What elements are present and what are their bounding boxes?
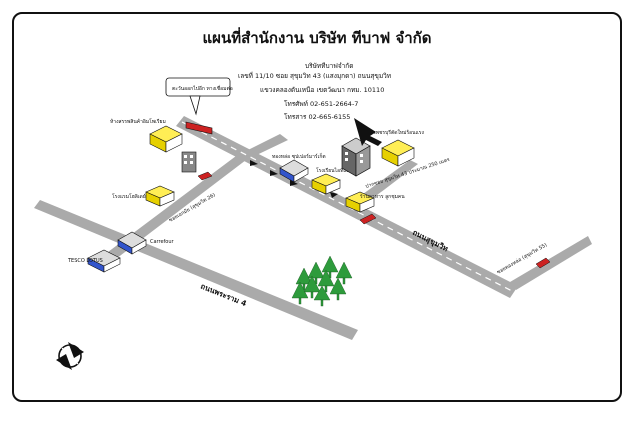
left-building-label: โรงแรมโฮลิเดย์ — [112, 193, 146, 200]
building-topleft: ห้างสรรพสินค้าอิมโพเรียม — [110, 118, 183, 153]
building-mid: โรงเรียนไอทีแอ่ว — [311, 167, 353, 195]
address-line-1: เลขที่ 11/10 ซอย สุขุมวิท 43 (แสงมุกดา) … — [238, 72, 392, 80]
building-right-bot: ร้านอาหาร ลูกชุมคน — [345, 191, 406, 213]
company-building — [341, 137, 371, 177]
map-title: แผนที่สำนักงาน บริษัท ทีบาฟ จำกัด — [202, 29, 432, 47]
building-office-small — [181, 151, 197, 173]
right-top-label: เพชรบุรีตัดใหม่ร้อนแรง — [374, 129, 424, 136]
landmark-carrefour: Carrefour — [117, 231, 175, 255]
topleft-building-label: ห้างสรรพสินค้าอิมโพเรียม — [110, 118, 166, 125]
mid-building-label: โรงเรียนไอทีแอ่ว — [316, 167, 353, 174]
landmark-tesco: TESCO LOTUS — [67, 249, 121, 273]
tesco-label: TESCO LOTUS — [67, 258, 103, 264]
callout-text: ตะวันออกไปอีก ทางเชื่อมต่อ — [172, 85, 233, 92]
building-right-top: เพชรบุรีตัดใหม่ร้อนแรง — [374, 129, 424, 167]
road-rama4: ถนนพระราม 4 — [34, 200, 358, 340]
phone: โทรศัพท์ 02-651-2664-7 — [284, 100, 359, 108]
callout-bubble: ตะวันออกไปอีก ทางเชื่อมต่อ — [165, 77, 233, 116]
fax: โทรสาร 02-665-6155 — [284, 113, 351, 121]
map-frame — [12, 12, 622, 402]
company-name: บริษัททีบาฟจำกัด — [305, 62, 354, 70]
route-arrows — [250, 160, 338, 198]
right-bot-label: ร้านอาหาร ลูกชุมคน — [360, 193, 406, 200]
location-arrow-icon — [354, 118, 382, 146]
building-left: โรงแรมโฮลิเดย์ — [112, 185, 175, 207]
landmark-topmid: ทองหล่อ ซุปเปอร์มาร์เก็ต — [272, 152, 326, 183]
car-icon — [197, 171, 551, 269]
trees-park — [291, 255, 353, 307]
carrefour-label: Carrefour — [150, 239, 175, 245]
compass-icon — [56, 342, 84, 370]
topmid-label: ทองหล่อ ซุปเปอร์มาร์เก็ต — [272, 152, 326, 160]
address-line-2: แขวงคลองตันเหนือ เขตวัฒนา กทม. 10110 — [260, 86, 385, 94]
train-icon — [185, 121, 213, 135]
